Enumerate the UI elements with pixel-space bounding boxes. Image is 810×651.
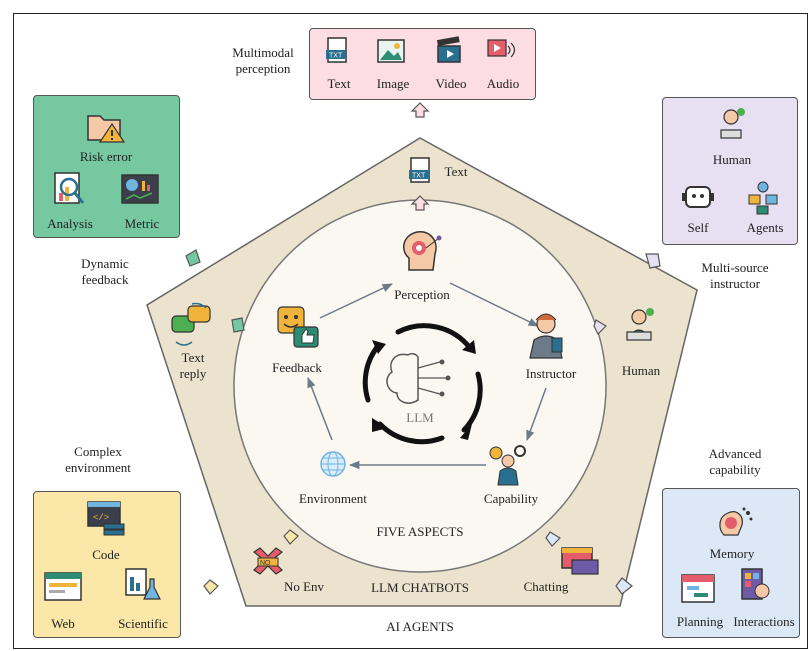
person-laptop-icon — [720, 108, 745, 139]
environment-code: Code — [92, 547, 120, 562]
magnifier-chart-icon — [54, 172, 85, 204]
globe-icon — [320, 451, 346, 477]
feedback-analysis: Analysis — [47, 216, 93, 231]
feedback-risk-error: Risk error — [79, 149, 133, 164]
lab-flask-icon — [125, 568, 161, 600]
chat-window-icon — [561, 547, 599, 575]
aspect-feedback: Feedback — [272, 360, 322, 375]
modality-audio: Audio — [486, 76, 520, 91]
agents-network-icon — [748, 181, 778, 215]
instructor-human: Human — [712, 152, 752, 167]
calendar-icon — [681, 574, 715, 603]
thumbs-up-icon — [277, 306, 319, 348]
head-network-icon — [403, 231, 442, 271]
chatbots-caption: LLM CHATBOTS — [371, 580, 469, 595]
svg-text:NO: NO — [260, 560, 271, 567]
folder-warning-icon — [87, 115, 126, 143]
phone-touch-icon — [741, 568, 770, 600]
document-icon: TXT — [409, 157, 430, 183]
web-window-icon — [44, 572, 82, 601]
robot-icon — [682, 186, 714, 208]
brain-gears-icon — [719, 507, 753, 536]
feedback-metric: Metric — [124, 216, 160, 231]
lightbulb-person-icon — [489, 445, 526, 486]
environment-scientific: Scientific — [118, 616, 168, 631]
aspect-environment: Environment — [299, 491, 367, 506]
instructor-agents: Agents — [746, 220, 784, 235]
arrow-feedback-to-perception — [319, 283, 393, 319]
instructor-title: Multi-source instructor — [701, 260, 769, 291]
aspect-instructor: Instructor — [525, 366, 577, 381]
modality-text: Text — [327, 76, 351, 91]
capability-planning: Planning — [676, 614, 724, 629]
instructor-self: Self — [687, 220, 709, 235]
chatbot-text: Text — [444, 164, 468, 179]
center-llm-label: LLM — [406, 410, 434, 425]
image-icon — [377, 39, 405, 63]
figure-frame — [13, 13, 808, 649]
code-window-icon: </> — [87, 501, 125, 536]
arrow-environment-to-feedback — [307, 377, 333, 441]
agents-caption: AI AGENTS — [386, 619, 454, 634]
svg-text:TXT: TXT — [412, 173, 426, 180]
arrow-instructor-to-capability — [526, 387, 547, 441]
svg-text:</>: </> — [93, 513, 109, 523]
audio-icon — [487, 39, 516, 58]
arrow-perception-to-instructor — [449, 282, 539, 327]
aspect-capability: Capability — [483, 491, 539, 506]
brain-circuit-icon — [386, 352, 451, 404]
svg-text:TXT: TXT — [329, 53, 343, 60]
dashboard-icon — [121, 174, 159, 204]
capability-title: Advanced capability — [708, 446, 762, 477]
chatbot-chatting: Chatting — [523, 579, 569, 594]
chat-bubbles-icon — [171, 302, 211, 346]
document-icon: TXT — [326, 37, 347, 63]
capability-interactions: Interactions — [733, 614, 795, 629]
aspect-perception: Perception — [394, 287, 450, 302]
arrow-icon — [185, 102, 661, 595]
environment-web: Web — [51, 616, 75, 631]
aspects-caption: FIVE ASPECTS — [376, 524, 464, 539]
modality-video: Video — [435, 76, 467, 91]
multimodal-title: Multimodal perception — [232, 45, 294, 76]
worker-icon — [529, 313, 563, 359]
modality-image: Image — [376, 76, 410, 91]
cycle-arrows-icon — [362, 323, 483, 445]
person-laptop-icon — [626, 308, 654, 341]
environment-title: Complex environment — [65, 444, 131, 475]
video-clapper-icon — [436, 36, 461, 63]
no-entry-icon: NO — [252, 547, 284, 575]
capability-memory: Memory — [709, 546, 755, 561]
chatbot-text-reply: Text reply — [179, 350, 207, 381]
feedback-title: Dynamic feedback — [81, 256, 129, 287]
chatbot-human: Human — [621, 363, 661, 378]
feedback-box — [33, 95, 180, 238]
chatbot-no-env: No Env — [283, 579, 325, 594]
